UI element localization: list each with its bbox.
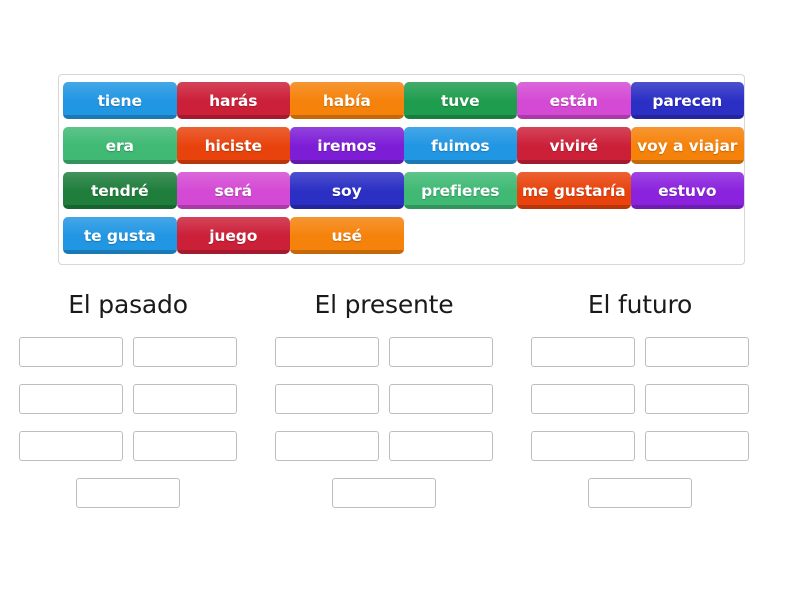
word-tile-label: hiciste: [204, 136, 262, 155]
word-tile-label: tiene: [97, 91, 142, 110]
dropzone[interactable]: [645, 384, 749, 414]
word-tile[interactable]: voy a viajar: [630, 127, 744, 164]
word-tile-bank: tiene harás había tuve están parecen era hicist…: [58, 74, 745, 265]
word-tile[interactable]: viviré: [517, 127, 631, 164]
word-tile-label: había: [322, 91, 371, 110]
category-columns: El pasado El presente El futuro: [0, 290, 800, 525]
dropzone[interactable]: [389, 337, 493, 367]
word-tile[interactable]: había: [290, 82, 404, 119]
dropzone[interactable]: [19, 337, 123, 367]
word-tile-label: fuimos: [430, 136, 490, 155]
category-heading: El presente: [314, 290, 454, 319]
dropzone[interactable]: [588, 478, 692, 508]
dropzone[interactable]: [275, 337, 379, 367]
category-heading: El pasado: [68, 290, 188, 319]
dropzone[interactable]: [133, 384, 237, 414]
category-heading: El futuro: [587, 290, 693, 319]
category-column: El pasado: [0, 290, 256, 525]
word-tile-label: voy a viajar: [637, 136, 738, 155]
word-tile-label: estuvo: [658, 181, 717, 200]
tile-row: tendré será soy prefieres me gustaría estuvo: [63, 172, 744, 217]
dropzone[interactable]: [531, 384, 635, 414]
word-tile-label: soy: [331, 181, 362, 200]
word-tile[interactable]: tiene: [63, 82, 177, 119]
dropzone-grid: [269, 337, 499, 478]
dropzone[interactable]: [19, 431, 123, 461]
word-tile-label: harás: [209, 91, 258, 110]
word-tile[interactable]: prefieres: [403, 172, 517, 209]
word-tile[interactable]: era: [63, 127, 177, 164]
word-tile[interactable]: usé: [290, 217, 404, 254]
dropzone[interactable]: [19, 384, 123, 414]
word-tile-label: iremos: [317, 136, 377, 155]
word-tile-label: te gusta: [83, 226, 156, 245]
word-tile-label: están: [549, 91, 598, 110]
dropzone-grid: [13, 337, 243, 478]
word-tile-label: tendré: [90, 181, 149, 200]
word-tile[interactable]: tendré: [63, 172, 177, 209]
dropzone-last-row: [269, 478, 499, 525]
word-tile[interactable]: tuve: [403, 82, 517, 119]
dropzone[interactable]: [531, 431, 635, 461]
word-tile-label: usé: [331, 226, 363, 245]
tile-slot-empty: [404, 217, 518, 254]
word-tile[interactable]: hiciste: [176, 127, 290, 164]
tile-slot-empty: [631, 217, 745, 254]
word-tile[interactable]: iremos: [290, 127, 404, 164]
word-tile[interactable]: te gusta: [63, 217, 177, 254]
word-tile-label: era: [105, 136, 134, 155]
dropzone[interactable]: [133, 431, 237, 461]
word-tile-label: viviré: [549, 136, 598, 155]
word-tile-label: prefieres: [421, 181, 500, 200]
dropzone[interactable]: [531, 337, 635, 367]
word-tile[interactable]: parecen: [630, 82, 744, 119]
word-tile[interactable]: estuvo: [630, 172, 744, 209]
dropzone[interactable]: [275, 431, 379, 461]
tile-row: era hiciste iremos fuimos viviré voy a viajar: [63, 127, 744, 172]
word-tile[interactable]: están: [517, 82, 631, 119]
word-tile[interactable]: harás: [176, 82, 290, 119]
word-tile-label: tuve: [440, 91, 480, 110]
dropzone[interactable]: [133, 337, 237, 367]
dropzone[interactable]: [645, 431, 749, 461]
word-tile-label: juego: [209, 226, 258, 245]
category-column: El presente: [256, 290, 512, 525]
word-tile-label: parecen: [652, 91, 723, 110]
tile-slot-empty: [517, 217, 631, 254]
dropzone-last-row: [525, 478, 755, 525]
word-tile[interactable]: juego: [176, 217, 290, 254]
word-tile-label: será: [214, 181, 253, 200]
tile-row: tiene harás había tuve están parecen: [63, 82, 744, 127]
dropzone-grid: [525, 337, 755, 478]
word-tile-label: me gustaría: [521, 181, 626, 200]
dropzone[interactable]: [389, 384, 493, 414]
category-column: El futuro: [512, 290, 768, 525]
dropzone[interactable]: [645, 337, 749, 367]
word-tile[interactable]: será: [176, 172, 290, 209]
tile-row: te gusta juego usé: [63, 217, 744, 262]
word-tile[interactable]: soy: [290, 172, 404, 209]
word-tile[interactable]: me gustaría: [517, 172, 631, 209]
dropzone[interactable]: [332, 478, 436, 508]
word-tile[interactable]: fuimos: [403, 127, 517, 164]
dropzone[interactable]: [76, 478, 180, 508]
dropzone[interactable]: [275, 384, 379, 414]
dropzone-last-row: [13, 478, 243, 525]
dropzone[interactable]: [389, 431, 493, 461]
